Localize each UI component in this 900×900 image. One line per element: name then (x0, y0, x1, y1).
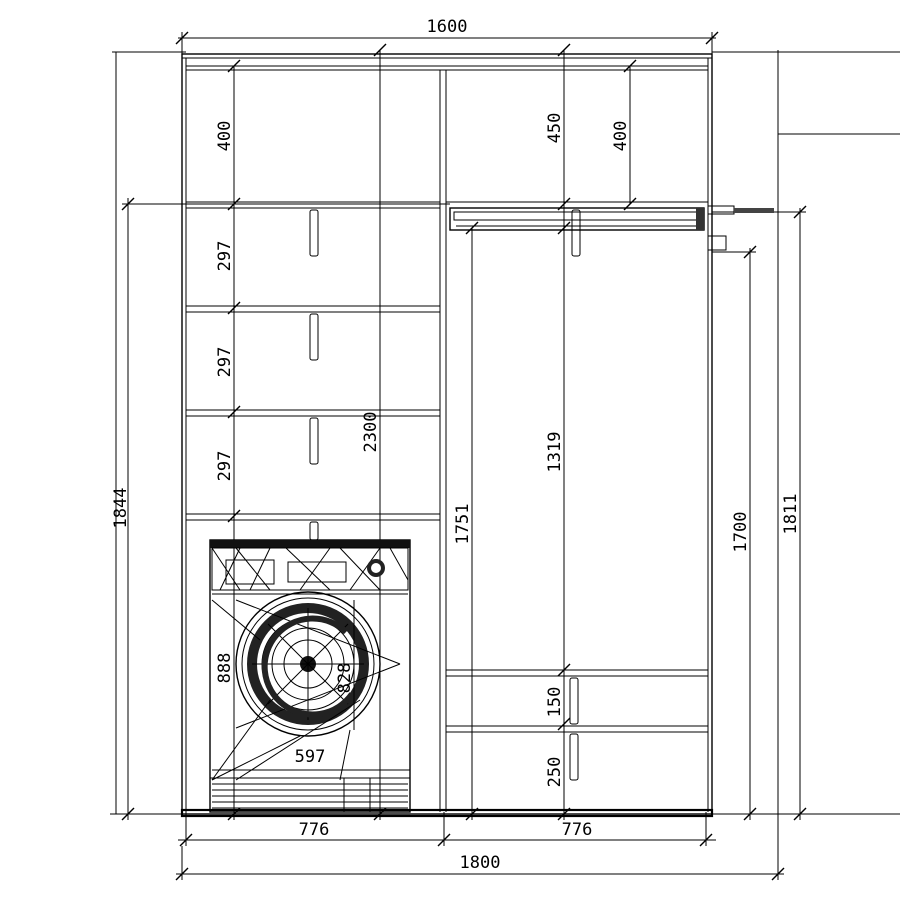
cabinet-carcass (180, 53, 714, 818)
label-lower-drawer-2: 250 (545, 757, 565, 788)
label-drawer-2: 297 (215, 347, 235, 378)
label-mezzanine-left: 400 (215, 121, 235, 152)
label-left-height: 1844 (111, 488, 131, 529)
label-total-height: 2300 (361, 412, 381, 453)
label-washer-height: 888 (215, 653, 235, 684)
label-lower-drawer-1: 150 (545, 687, 565, 718)
label-left-width: 776 (299, 820, 330, 840)
handle-icon (309, 313, 319, 361)
label-washer-width: 597 (295, 747, 326, 767)
handle-icon (571, 209, 581, 257)
handle-icon (309, 209, 319, 257)
washing-machine (209, 539, 411, 813)
right-section (446, 43, 774, 821)
handle-icon (309, 417, 319, 465)
label-right-height-1700: 1700 (731, 512, 751, 553)
label-hanging-space: 1319 (545, 432, 565, 473)
label-overall-width-bottom: 1800 (460, 853, 501, 873)
label-drawer-3: 297 (215, 451, 235, 482)
label-washer-door: 828 (335, 663, 355, 694)
left-section (186, 59, 440, 821)
label-right-width: 776 (562, 820, 593, 840)
dimension-lines (110, 31, 900, 881)
dimension-labels: 1600 776 776 1800 1844 2300 1751 1700 18… (111, 17, 801, 873)
handle-icon (569, 677, 579, 725)
label-mezzanine-right-b: 400 (611, 121, 631, 152)
handle-icon (309, 521, 319, 541)
label-mezzanine-right-a: 450 (545, 113, 565, 144)
label-drawer-1: 297 (215, 241, 235, 272)
label-inner-height: 1751 (453, 504, 473, 545)
label-right-height-1811: 1811 (781, 494, 801, 535)
label-overall-width-top: 1600 (427, 17, 468, 37)
handle-icon (569, 733, 579, 781)
